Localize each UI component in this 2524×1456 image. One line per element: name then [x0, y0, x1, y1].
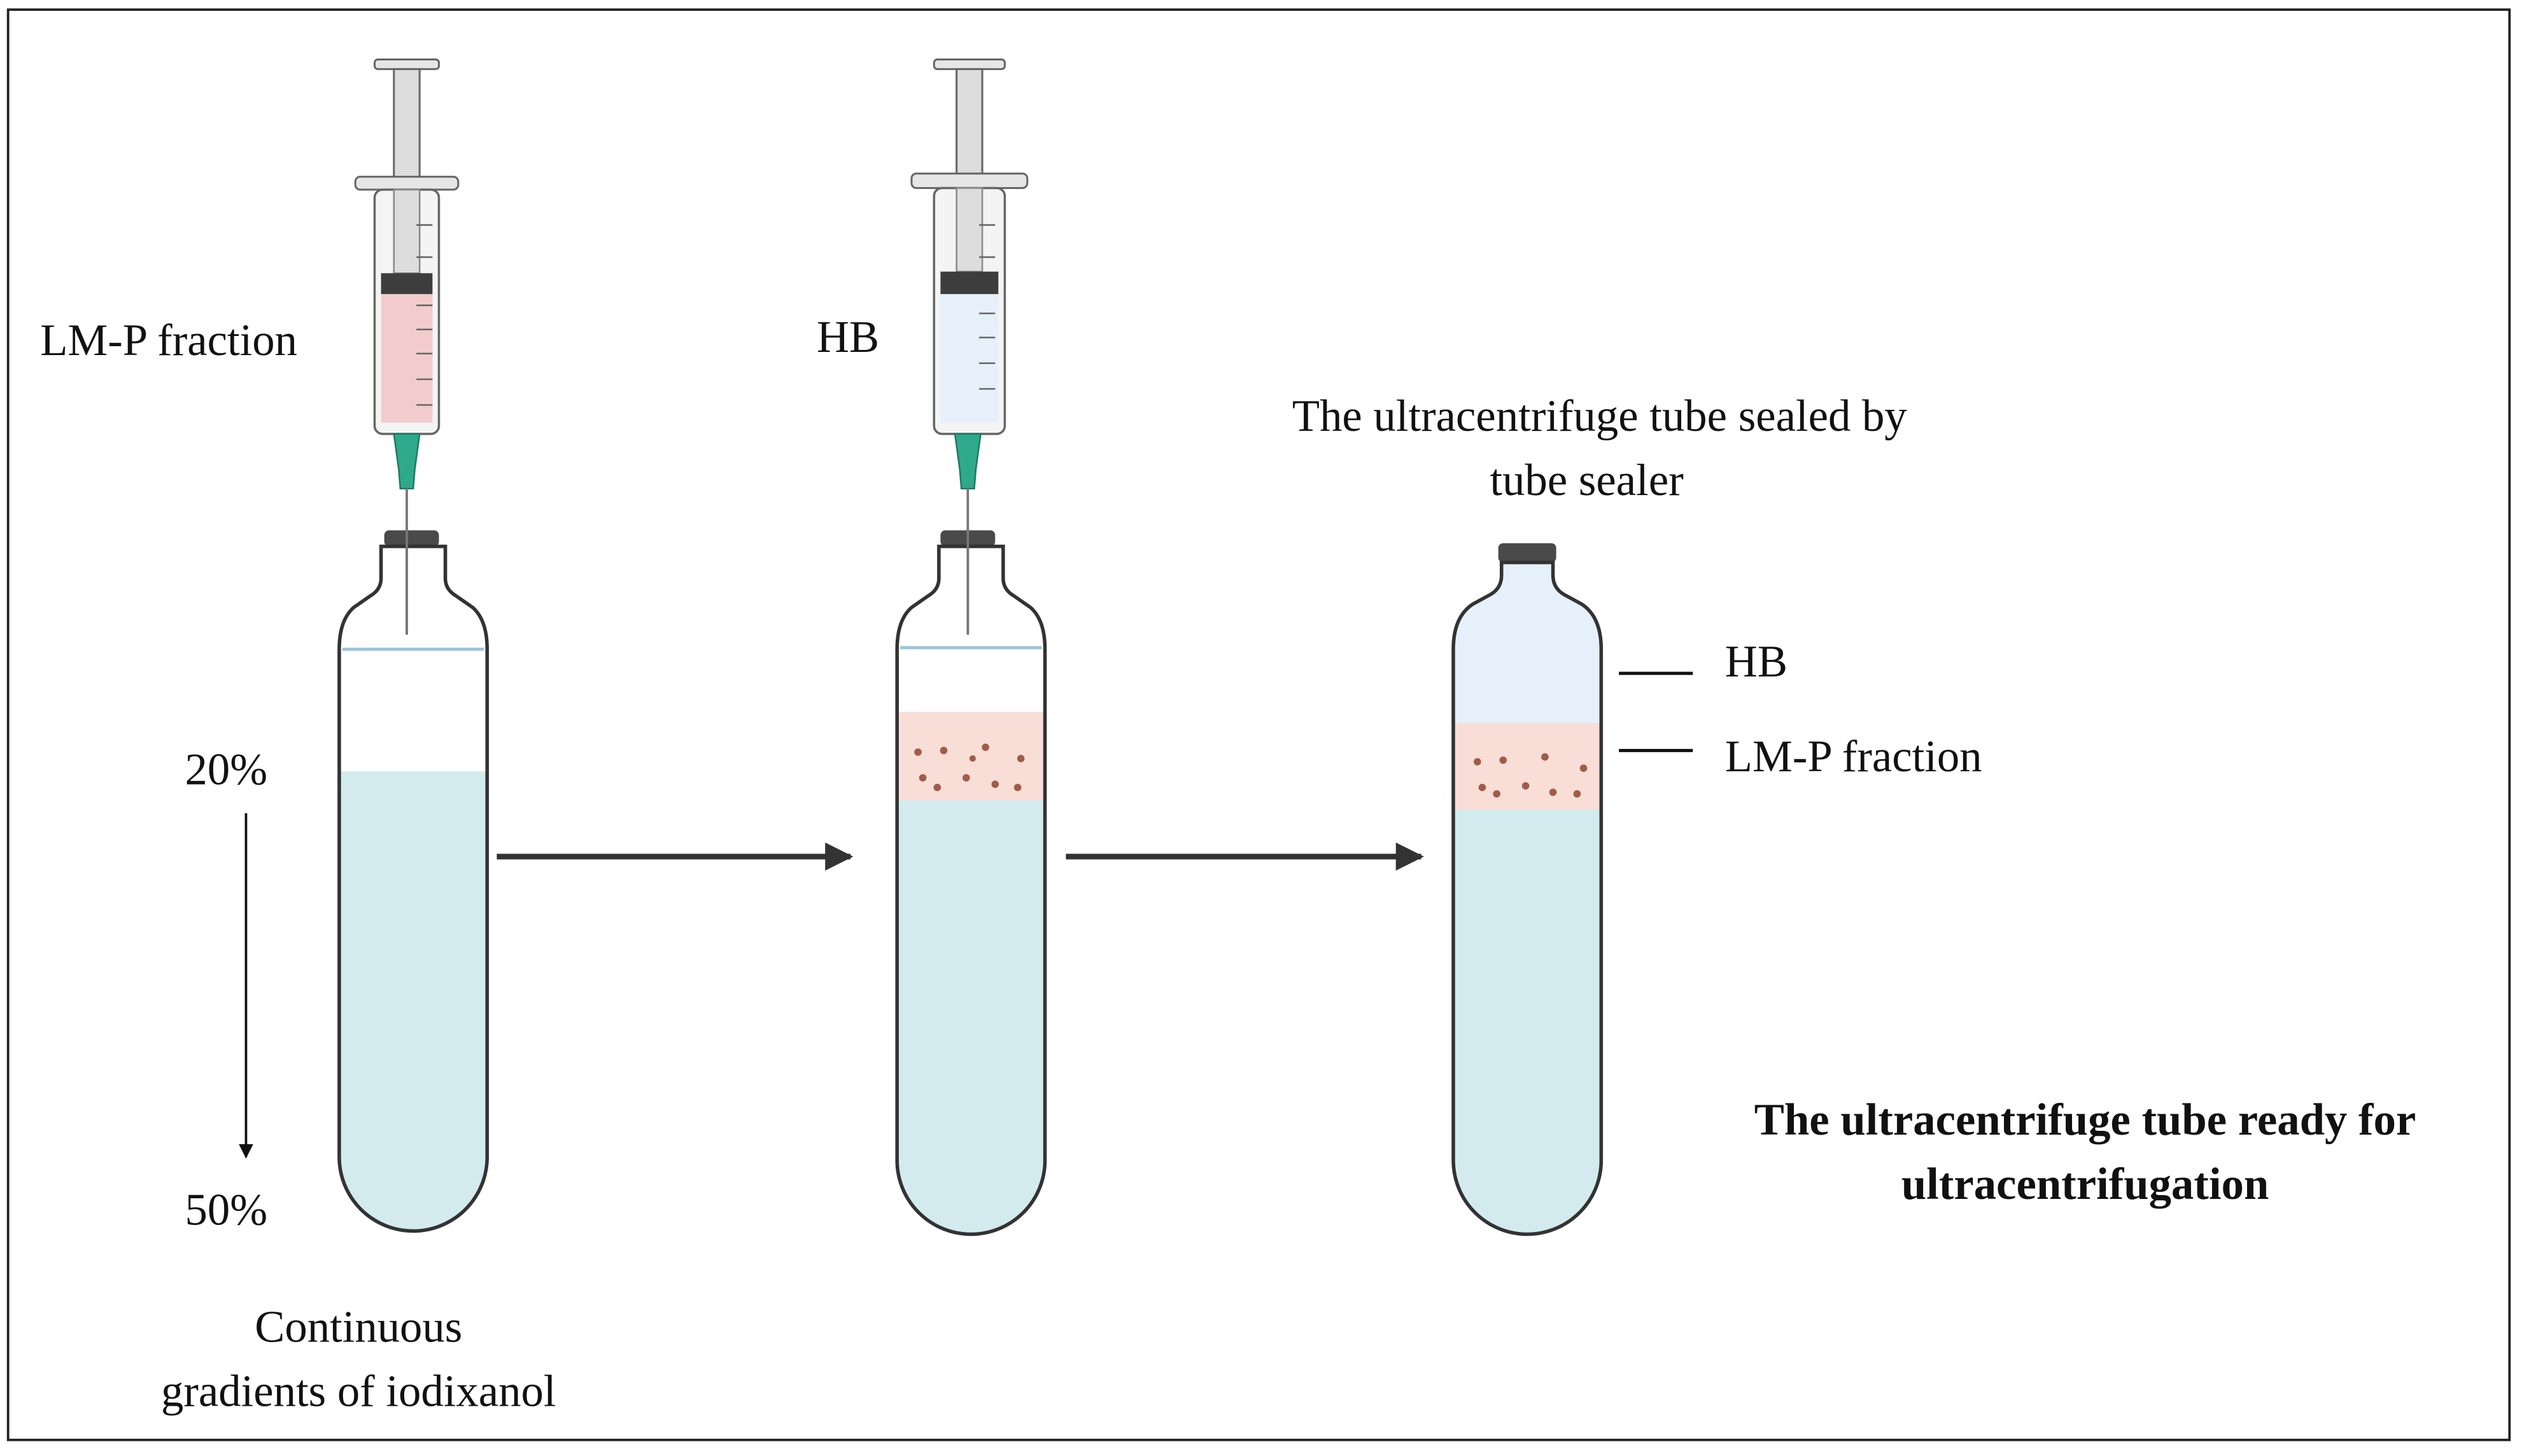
- syringe-1-liquid: [381, 294, 433, 423]
- syringe-2-needle-hub: [954, 433, 982, 489]
- layer-hb-label: HB: [1725, 637, 1787, 687]
- tube-2-gradient-layer: [897, 800, 1045, 1235]
- syringe-2: [910, 58, 1029, 635]
- gradient-top-label: 20%: [185, 745, 267, 794]
- syringe-2-liquid: [940, 294, 999, 423]
- layer-lmp-label: LM-P fraction: [1725, 732, 1982, 781]
- syringe-2-label: HB: [817, 312, 879, 362]
- ready-tube-label-line2: ultracentrifugation: [1901, 1159, 2269, 1209]
- tube-3-lmp-layer: [1453, 723, 1602, 810]
- gradient-layer: [339, 771, 488, 1231]
- gradient-caption-line2: gradients of iodixanol: [161, 1367, 556, 1417]
- sealed-tube-label-line1: The ultracentrifuge tube sealed by: [1292, 391, 1907, 441]
- ready-tube-label-line1: The ultracentrifuge tube ready for: [1754, 1095, 2416, 1145]
- tube-layered: [895, 530, 1047, 1236]
- syringe-2-plunger-tip: [940, 271, 999, 295]
- gradient-bottom-label: 50%: [185, 1185, 267, 1235]
- sealed-tube-label-line2: tube sealer: [1490, 456, 1683, 505]
- tube-1-cap: [384, 530, 439, 547]
- tube-2-particles: [914, 743, 1025, 792]
- figure-border: [6, 8, 2511, 1441]
- syringe-1-plunger-tip: [381, 273, 433, 295]
- tube-3-gradient-layer: [1453, 809, 1602, 1235]
- syringe-1-needle-hub: [393, 433, 421, 489]
- tube-3-seal-cap: [1498, 543, 1556, 563]
- gradient-caption-line1: Continuous: [255, 1303, 462, 1352]
- syringe-1: [354, 58, 460, 635]
- syringe-1-label: LM-P fraction: [40, 316, 297, 365]
- tube-sealed: [1451, 543, 1604, 1236]
- tube-3-particles: [1474, 753, 1588, 798]
- tube-gradient: [337, 530, 490, 1233]
